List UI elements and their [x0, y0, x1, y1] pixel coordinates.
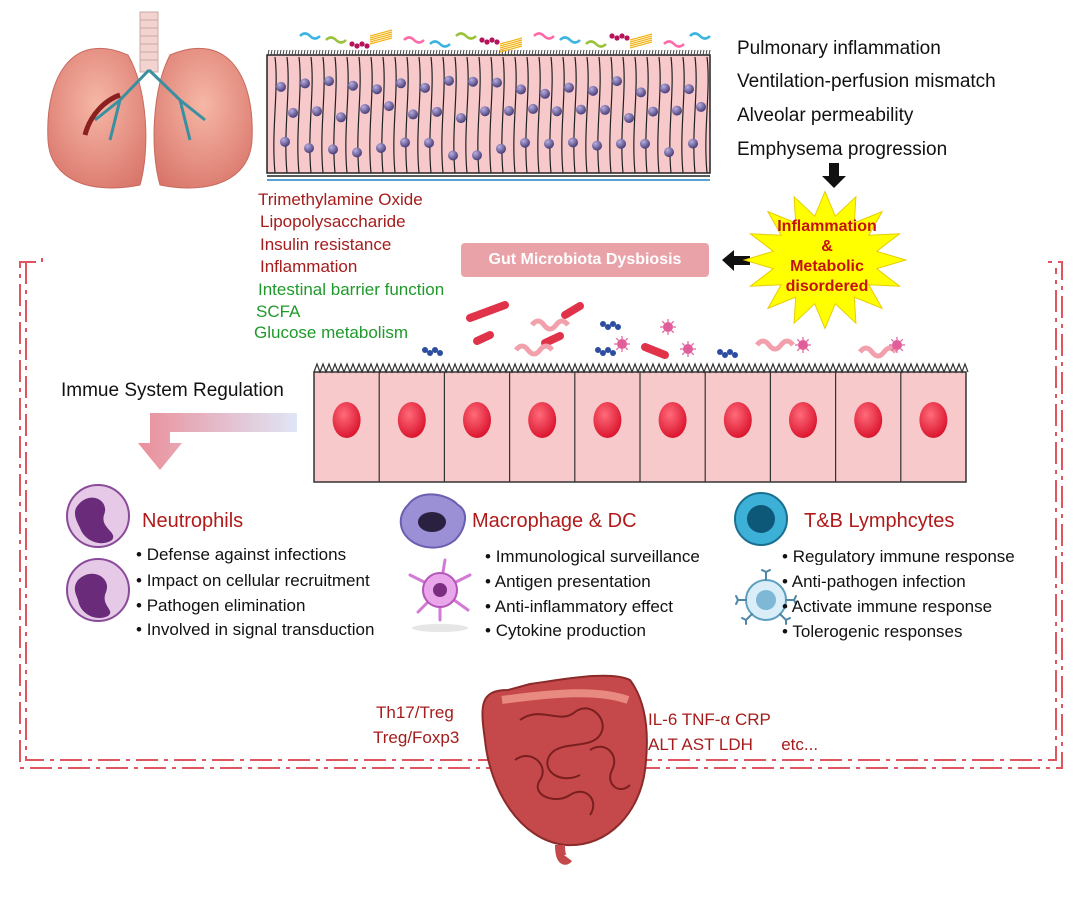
neutrophil-icon — [66, 484, 130, 622]
dysbiosis-box: Gut Microbiota Dysbiosis — [461, 243, 709, 277]
metabolite-down-3: Glucose metabolism — [254, 323, 409, 342]
neutrophils-point-3: Pathogen elimination — [136, 597, 306, 614]
arrow-icon — [722, 163, 846, 271]
metabolite-down-2: SCFA — [256, 302, 301, 321]
dendritic-cell-icon — [408, 558, 472, 632]
marker-left-1: Th17/Treg — [376, 703, 454, 722]
neutrophils-point-4: Involved in signal transduction — [136, 621, 375, 638]
arrow-icon — [138, 413, 297, 470]
neutrophils-point-1: Defense against infections — [136, 546, 346, 563]
marker-left-2: Treg/Foxp3 — [373, 728, 460, 747]
intestinal-epithelium-icon — [313, 362, 969, 483]
lymphocytes-title: T&B Lymphcytes — [804, 510, 955, 532]
lymphocyte-icon — [734, 492, 797, 625]
bacteria-icon — [422, 301, 905, 359]
lymphocytes-point-3: Activate immune response — [782, 598, 992, 615]
burst-line-2: & — [821, 238, 833, 255]
burst-label: Inflammation & Metabolic disordered — [757, 217, 897, 297]
lymphocytes-point-4: Tolerogenic responses — [782, 623, 962, 640]
macrophage-point-4: Cytokine production — [485, 622, 646, 639]
macrophage-title: Macrophage & DC — [472, 510, 637, 532]
marker-right-2: ALT AST LDH etc... — [648, 735, 819, 754]
metabolite-down-1: Intestinal barrier function — [258, 280, 445, 299]
airway-epithelium-icon — [266, 49, 711, 181]
neutrophils-point-2: Impact on cellular recruitment — [136, 572, 370, 589]
lungs-icon — [47, 11, 253, 189]
immune-regulation-label: Immue System Regulation — [61, 380, 284, 401]
macrophage-point-2: Antigen presentation — [485, 573, 651, 590]
lung-effect-4: Emphysema progression — [737, 139, 948, 160]
lymphocytes-point-2: Anti-pathogen infection — [782, 573, 966, 590]
macrophage-point-1: Immunological surveillance — [485, 548, 700, 565]
metabolite-up-1: Trimethylamine Oxide — [258, 190, 423, 209]
burst-line-3: Metabolic — [790, 258, 864, 275]
metabolite-up-3: Insulin resistance — [260, 235, 392, 254]
macrophage-icon — [399, 493, 466, 549]
lung-effect-1: Pulmonary inflammation — [737, 38, 941, 59]
neutrophils-title: Neutrophils — [142, 510, 244, 532]
burst-line-4: disordered — [785, 278, 869, 295]
lymphocytes-point-1: Regulatory immune response — [782, 548, 1042, 565]
metabolite-up-4: Inflammation — [260, 257, 358, 276]
lung-effect-3: Alveolar permeability — [737, 105, 914, 126]
intestine-icon — [481, 674, 648, 865]
bacteria-icon — [299, 29, 711, 53]
burst-line-1: Inflammation — [777, 218, 877, 235]
macrophage-point-3: Anti-inflammatory effect — [485, 598, 673, 615]
starburst-shape — [742, 190, 908, 330]
lung-effect-2: Ventilation-perfusion mismatch — [737, 71, 996, 92]
marker-right-1: IL-6 TNF-α CRP — [648, 710, 771, 729]
metabolite-up-2: Lipopolysaccharide — [260, 212, 406, 231]
